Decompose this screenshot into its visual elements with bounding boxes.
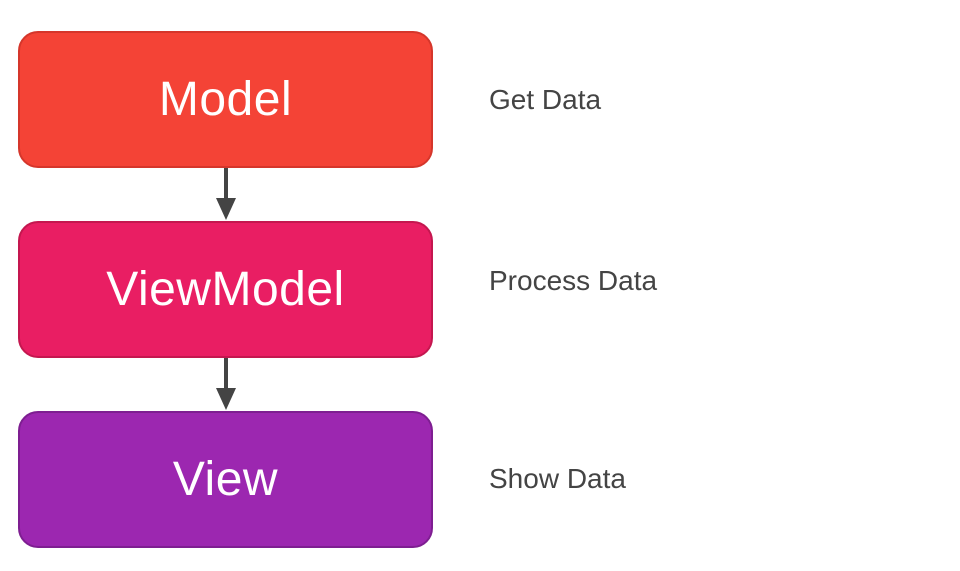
model-box-label: Model	[158, 73, 293, 126]
arrow-model-to-viewmodel	[216, 168, 236, 220]
viewmodel-description: Process Data	[489, 265, 658, 296]
viewmodel-box-label: ViewModel	[106, 263, 345, 316]
view-description: Show Data	[489, 463, 626, 494]
view-box: View	[18, 411, 433, 548]
model-description: Get Data	[489, 84, 602, 115]
view-box-label: View	[172, 453, 279, 506]
arrow-viewmodel-to-view	[216, 358, 236, 410]
viewmodel-box: ViewModel	[18, 221, 433, 358]
model-box: Model	[18, 31, 433, 168]
